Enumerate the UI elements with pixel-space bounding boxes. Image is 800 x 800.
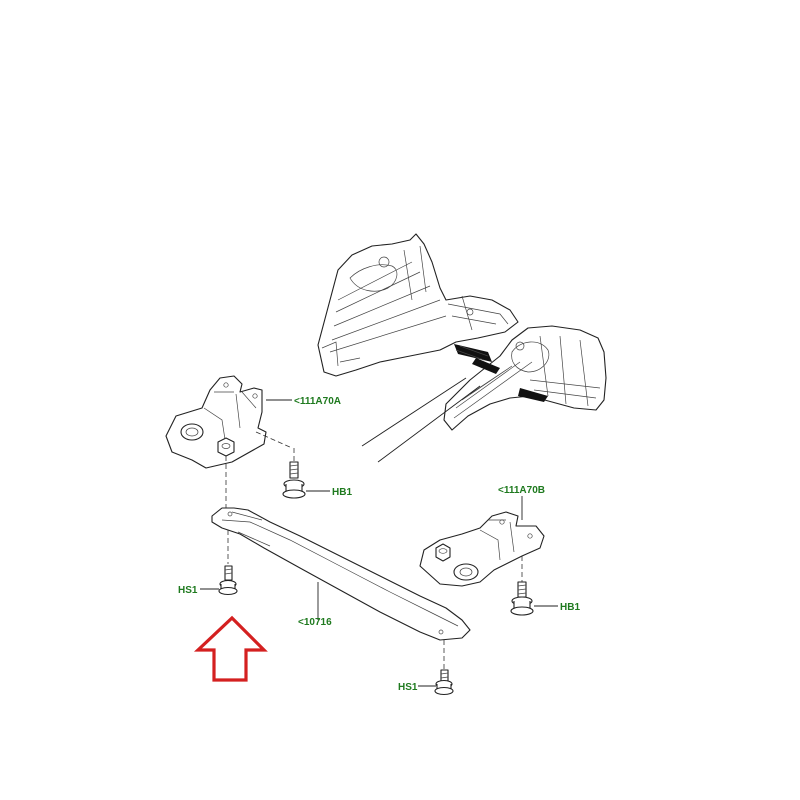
bolt-hb1-left — [255, 431, 306, 499]
label-hb1-left: HB1 — [332, 487, 352, 498]
label-10716: <10716 — [298, 617, 332, 628]
bolt-hs1-right — [434, 669, 454, 696]
label-111a70b: <111A70B — [498, 485, 545, 496]
bolt-hb1-right — [510, 581, 534, 616]
bracket-111a70a — [165, 375, 267, 469]
label-hs1-left: HS1 — [178, 585, 198, 596]
label-hb1-right: HB1 — [560, 602, 580, 613]
up-arrow-icon — [193, 615, 268, 682]
vehicle-body-structure — [317, 233, 607, 463]
label-hs1-right: HS1 — [398, 682, 418, 693]
crossmember-10716 — [211, 507, 471, 641]
bracket-111a70b — [419, 511, 545, 587]
label-111a70a: <111A70A — [294, 396, 341, 407]
bolt-hs1-left — [218, 565, 238, 596]
